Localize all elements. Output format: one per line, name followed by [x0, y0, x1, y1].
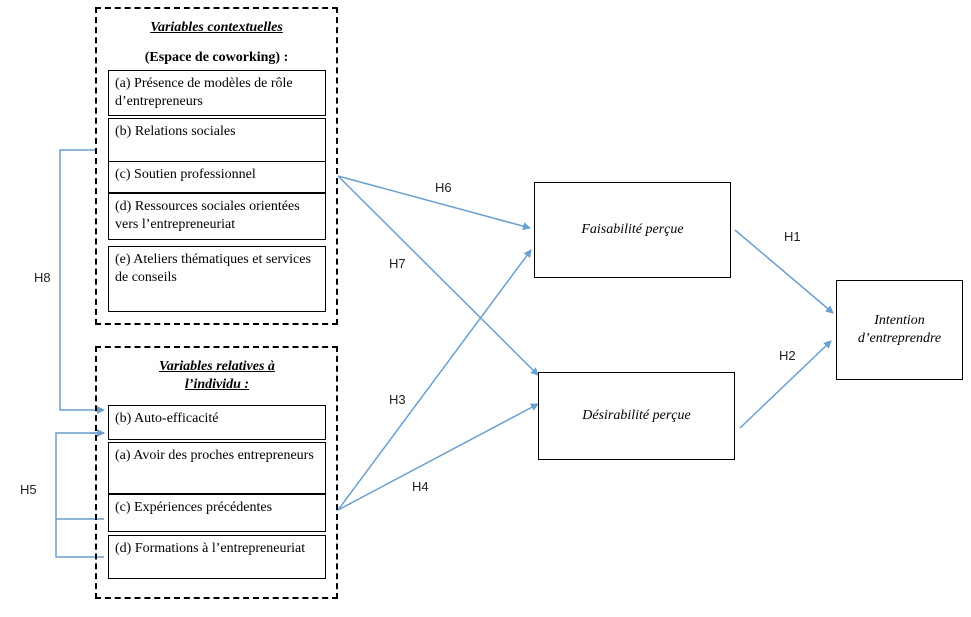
arrow-h7: [337, 175, 539, 376]
feasibility-box: Faisabilité perçue: [534, 182, 731, 278]
individual-item-training: (d) Formations à l’entrepreneuriat: [108, 535, 326, 579]
intention-box: Intention d’entreprendre: [836, 280, 963, 380]
label-h6: H6: [435, 180, 452, 195]
individual-title: Variables relatives à l’individu :: [159, 359, 275, 392]
arrow-h1: [734, 229, 834, 314]
arrow-h4: [337, 403, 539, 511]
label-h5: H5: [20, 482, 37, 497]
contextual-item-social-relations: (b) Relations sociales: [108, 118, 326, 162]
individual-item-self-efficacy: (b) Auto-efficacité: [108, 405, 326, 440]
contextual-title: Variables contextuelles: [150, 20, 283, 35]
arrow-h3: [337, 249, 532, 511]
contextual-item-professional-support: (c) Soutien professionnel: [108, 161, 326, 193]
label-h4: H4: [412, 479, 429, 494]
individual-variables-group: Variables relatives à l’individu :: [95, 346, 338, 599]
label-h1: H1: [784, 229, 801, 244]
desirability-box: Désirabilité perçue: [538, 372, 735, 460]
contextual-item-workshops: (e) Ateliers thématiques et services de …: [108, 246, 326, 312]
arrow-h6: [337, 175, 531, 231]
contextual-variables-group: Variables contextuelles (Espace de cowor…: [95, 7, 338, 325]
bracket-h8: [59, 149, 105, 414]
label-h3: H3: [389, 392, 406, 407]
contextual-subtitle: (Espace de coworking) :: [144, 50, 289, 65]
contextual-item-social-resources: (d) Ressources sociales orientées vers l…: [108, 193, 326, 240]
individual-item-entrepreneur-relatives: (a) Avoir des proches entrepreneurs: [108, 442, 326, 494]
contextual-item-role-models: (a) Présence de modèles de rôle d’entrep…: [108, 70, 326, 116]
bracket-h5: [55, 432, 104, 558]
label-h2: H2: [779, 348, 796, 363]
label-h7: H7: [389, 256, 406, 271]
label-h8: H8: [34, 270, 51, 285]
individual-item-previous-experience: (c) Expériences précédentes: [108, 494, 326, 532]
arrow-h2: [739, 340, 832, 429]
